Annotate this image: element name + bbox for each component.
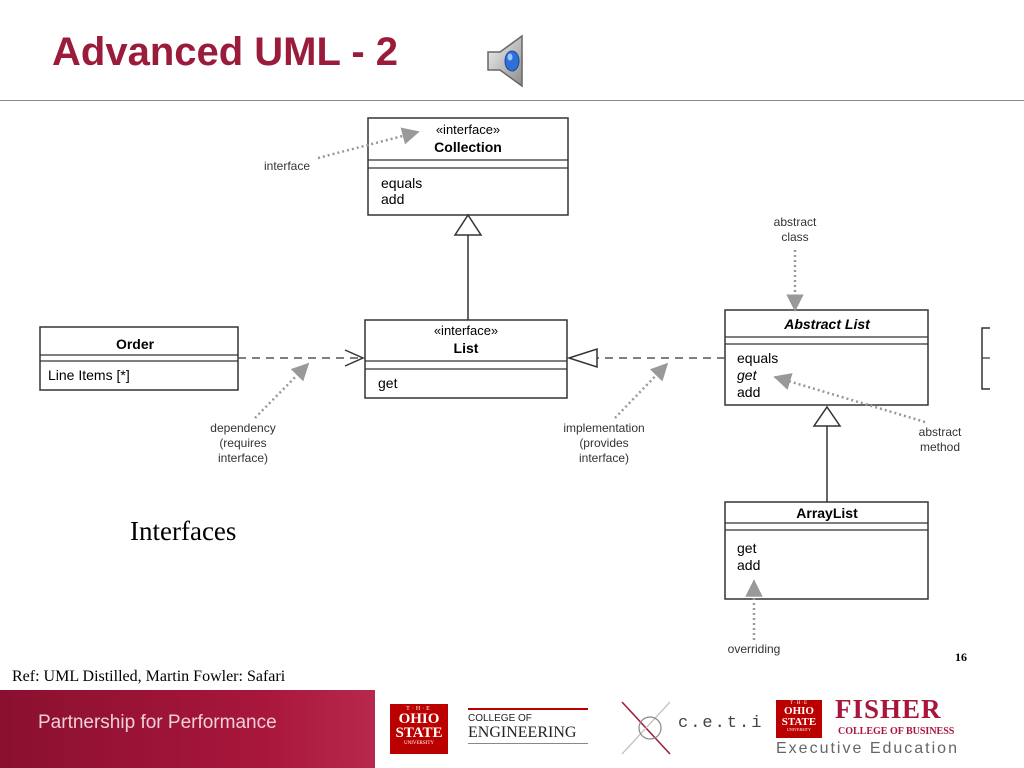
list-name: List: [454, 340, 479, 356]
ceti-logo-text: c.e.t.i: [678, 714, 764, 733]
note-pointer: [317, 127, 420, 160]
uml-diagram: «interface» Collection equals add «inter…: [39, 117, 990, 656]
osu-logo: T·H·E OHIO STATE UNIVERSITY: [776, 700, 822, 738]
coe-line: COLLEGE OF: [468, 713, 532, 724]
note-dependency: dependency: [210, 421, 275, 435]
note-pointer: [254, 362, 310, 419]
osu-logo-line: T·H·E: [789, 701, 809, 706]
note-abstract-class: class: [781, 230, 808, 244]
reference-text: Ref: UML Distilled, Martin Fowler: Safar…: [12, 668, 286, 685]
speaker-icon[interactable]: [482, 30, 544, 92]
osu-logo-line: UNIVERSITY: [787, 727, 811, 732]
note-dependency: (requires: [219, 436, 266, 450]
abstract-list-class: Abstract List equals get add: [724, 309, 929, 406]
osu-logo-line: OHIO: [784, 705, 814, 717]
osu-logo-line: STATE: [395, 725, 443, 741]
collection-op: equals: [381, 175, 422, 191]
collection-op: add: [381, 191, 404, 207]
collection-name: Collection: [434, 139, 502, 155]
executive-education-label: Executive Education: [776, 740, 959, 757]
arraylist-op: get: [737, 540, 757, 556]
note-abstract-method: abstract: [919, 425, 962, 439]
fisher-logo-subtitle: COLLEGE OF BUSINESS: [838, 726, 955, 737]
osu-logo-line: OHIO: [398, 711, 440, 727]
note-implementation: implementation: [563, 421, 644, 435]
order-name: Order: [116, 336, 155, 352]
ceti-logo-icon: [621, 701, 671, 755]
diagram-caption: Interfaces: [130, 516, 237, 546]
list-op: get: [378, 375, 398, 391]
order-attr: Line Items [*]: [48, 367, 130, 383]
osu-logo-line: UNIVERSITY: [404, 741, 434, 746]
generalization-arrowhead: [812, 405, 842, 427]
footer-tagline: Partnership for Performance: [38, 712, 277, 733]
abstract-list-op: add: [737, 384, 760, 400]
footer-band: [0, 690, 375, 768]
note-abstract-method: method: [920, 440, 960, 454]
list-stereotype: «interface»: [434, 323, 498, 338]
note-interface: interface: [264, 159, 310, 173]
realization-arrowhead: [566, 347, 598, 369]
order-class: Order Line Items [*]: [39, 326, 239, 391]
list-class: «interface» List get: [364, 319, 568, 399]
collection-stereotype: «interface»: [436, 122, 500, 137]
note-pointer: [773, 373, 926, 424]
osu-logo: T·H·E OHIO STATE UNIVERSITY: [390, 704, 448, 754]
osu-logo-line: T·H·E: [406, 706, 432, 712]
note-pointer: [614, 362, 669, 419]
note-abstract-class: abstract: [774, 215, 817, 229]
arraylist-class: ArrayList get add: [724, 501, 929, 600]
note-implementation: interface): [579, 451, 629, 465]
fisher-logo-name: FISHER: [835, 694, 942, 724]
generalization-arrowhead: [453, 213, 483, 236]
dependency-arrowhead: [344, 349, 365, 367]
note-implementation: (provides: [579, 436, 628, 450]
page-number: 16: [955, 650, 967, 664]
college-of-engineering-logo: COLLEGE OF ENGINEERING: [468, 708, 588, 748]
arraylist-op: add: [737, 557, 760, 573]
note-overriding: overriding: [728, 642, 781, 656]
abstract-list-op: equals: [737, 350, 778, 366]
note-dependency: interface): [218, 451, 268, 465]
arraylist-name: ArrayList: [796, 505, 858, 521]
abstract-list-op-abstract: get: [737, 367, 758, 383]
osu-logo-line: STATE: [781, 716, 817, 728]
collection-class: «interface» Collection equals add: [367, 117, 569, 216]
slide-title: Advanced UML - 2: [52, 30, 398, 74]
abstract-list-name: Abstract List: [783, 316, 871, 332]
coe-line: ENGINEERING: [468, 724, 577, 741]
title-divider: [0, 100, 1024, 101]
